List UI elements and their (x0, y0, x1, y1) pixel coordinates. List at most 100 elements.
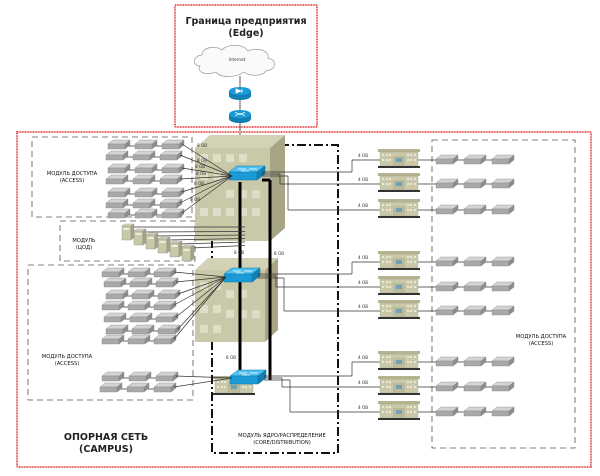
access-switch[interactable] (435, 204, 459, 215)
access-switch[interactable] (155, 277, 179, 288)
access-switch[interactable] (153, 382, 177, 393)
access-switch[interactable] (105, 198, 129, 209)
access-switch[interactable] (463, 305, 487, 316)
access-switch[interactable] (161, 187, 185, 198)
access-switch[interactable] (132, 198, 156, 209)
link-line (167, 238, 246, 241)
access-switch[interactable] (435, 256, 459, 267)
core-switch-3[interactable] (229, 369, 267, 385)
link-line (175, 276, 227, 318)
access-switch[interactable] (435, 305, 459, 316)
access-switch[interactable] (155, 371, 179, 382)
access-switch[interactable] (491, 305, 515, 316)
access-right-label-2: (ACCESS) (529, 341, 554, 347)
access-switch[interactable] (107, 187, 131, 198)
access-switch[interactable] (99, 382, 123, 393)
link-line (173, 271, 227, 278)
access-switch[interactable] (101, 300, 125, 311)
access-switch[interactable] (435, 154, 459, 165)
access-switch[interactable] (463, 178, 487, 189)
access-switch[interactable] (153, 267, 177, 278)
access-switch[interactable] (101, 334, 125, 345)
access-switch[interactable] (105, 150, 129, 161)
access-switch[interactable] (155, 312, 179, 323)
access-switch[interactable] (491, 281, 515, 292)
access-switch[interactable] (463, 204, 487, 215)
right-link-label: 4 OB (358, 304, 368, 309)
access-switch[interactable] (107, 208, 131, 219)
access-switch[interactable] (134, 139, 158, 150)
access-switch[interactable] (491, 356, 515, 367)
access-switch[interactable] (126, 382, 150, 393)
link-line (181, 167, 233, 177)
access-switch[interactable] (435, 281, 459, 292)
access-switch[interactable] (463, 256, 487, 267)
access-switch[interactable] (134, 208, 158, 219)
access-switch[interactable] (463, 281, 487, 292)
dc-label-1: МОДУЛЬ (72, 238, 96, 244)
access-switch[interactable] (153, 300, 177, 311)
link-line (181, 175, 233, 193)
internet-label: Internet (229, 57, 246, 62)
access-switch[interactable] (435, 356, 459, 367)
access-switch[interactable] (491, 154, 515, 165)
access-switch[interactable] (161, 139, 185, 150)
access-switch[interactable] (491, 204, 515, 215)
access-switch[interactable] (103, 312, 127, 323)
access-switch[interactable] (127, 334, 151, 345)
edge-title-line2: (Edge) (228, 28, 263, 39)
access-switch[interactable] (161, 163, 185, 174)
access-switch[interactable] (491, 178, 515, 189)
access-switch[interactable] (153, 334, 177, 345)
access-switch[interactable] (105, 324, 129, 335)
access-switch[interactable] (463, 154, 487, 165)
campus-title-line1: ОПОРНАЯ СЕТЬ (64, 432, 148, 443)
access-switch[interactable] (127, 267, 151, 278)
access-switch[interactable] (134, 187, 158, 198)
link-line (179, 175, 233, 180)
access-switch[interactable] (101, 371, 125, 382)
access-switch[interactable] (463, 381, 487, 392)
access-left-bottom-label-1: МОДУЛЬ ДОСТУПА (42, 354, 93, 360)
dc-label-2: (ЦОД) (76, 245, 92, 251)
access-switch[interactable] (435, 406, 459, 417)
right-access-branches: 4 OB4 OB4 OB4 OB4 OB4 OB4 OB4 OB4 OB (258, 148, 515, 421)
access-switch[interactable] (132, 150, 156, 161)
access-left-bottom-box (27, 264, 194, 401)
access-switch[interactable] (491, 256, 515, 267)
access-switch[interactable] (463, 356, 487, 367)
core-switch-2[interactable] (223, 267, 261, 283)
access-switch[interactable] (435, 178, 459, 189)
access-switch[interactable] (159, 174, 183, 185)
link-line (173, 276, 227, 306)
access-switch[interactable] (128, 371, 152, 382)
access-switch[interactable] (132, 174, 156, 185)
access-switch[interactable] (127, 300, 151, 311)
access-switch[interactable] (131, 289, 155, 300)
access-switch[interactable] (105, 289, 129, 300)
access-switch[interactable] (107, 163, 131, 174)
core-label-2: (CORE/DISTRIBUTION) (253, 440, 311, 446)
access-switch[interactable] (435, 381, 459, 392)
access-switch[interactable] (101, 267, 125, 278)
access-switch[interactable] (157, 289, 181, 300)
access-switch[interactable] (103, 277, 127, 288)
access-switch[interactable] (107, 139, 131, 150)
access-switch[interactable] (161, 208, 185, 219)
access-switch[interactable] (105, 174, 129, 185)
access-switch[interactable] (463, 406, 487, 417)
access-switch[interactable] (134, 163, 158, 174)
left-link-label: 8 OB (194, 181, 204, 186)
left-link-label: 8 OB (195, 164, 205, 169)
access-switch[interactable] (491, 381, 515, 392)
link-line (143, 231, 246, 233)
access-switch[interactable] (159, 150, 183, 161)
access-switch[interactable] (159, 198, 183, 209)
access-switch[interactable] (129, 312, 153, 323)
access-switch[interactable] (131, 324, 155, 335)
access-switch[interactable] (157, 324, 181, 335)
core-switch-1[interactable] (228, 165, 266, 181)
access-switch[interactable] (129, 277, 153, 288)
access-switch[interactable] (491, 406, 515, 417)
